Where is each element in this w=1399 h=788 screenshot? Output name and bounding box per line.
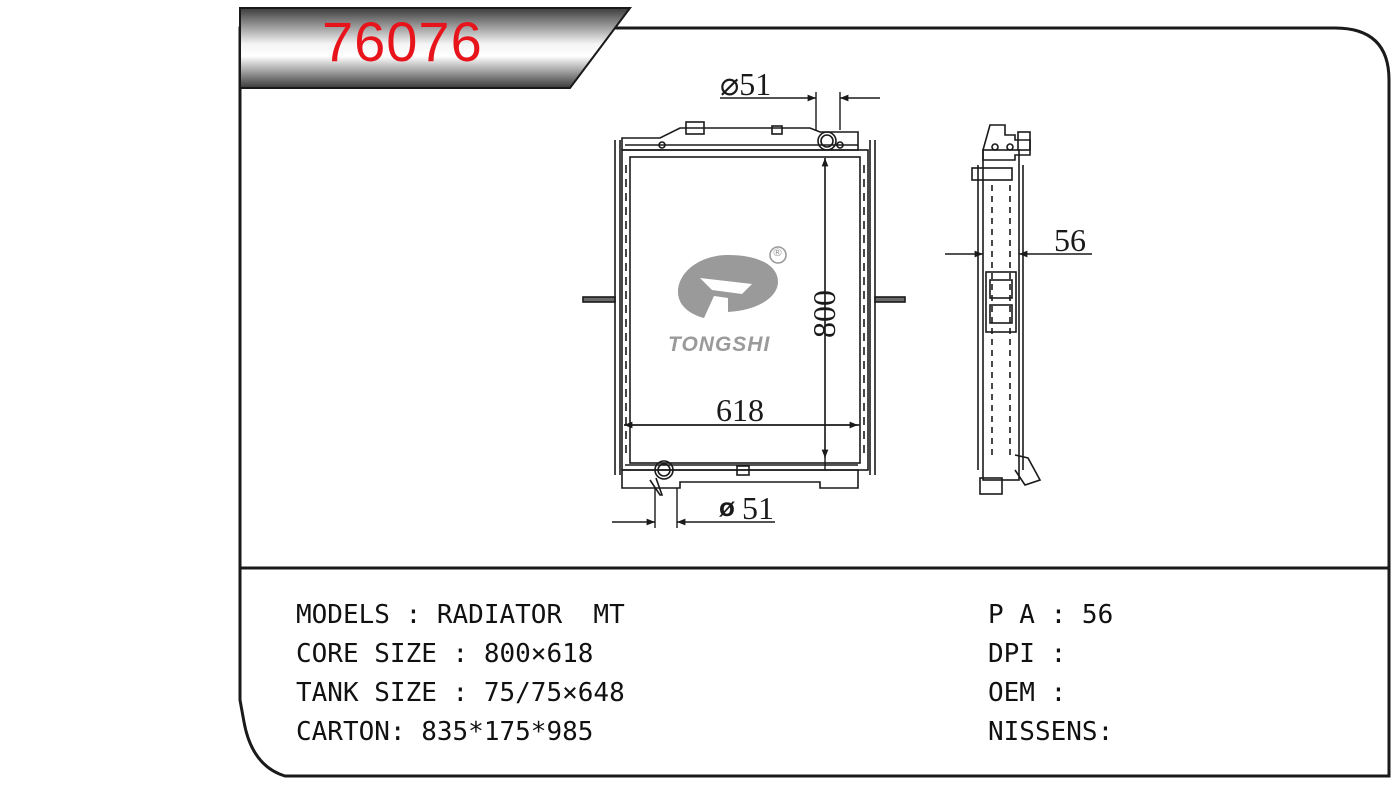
spec-tank-size: TANK SIZE : 75/75×648: [296, 678, 625, 708]
spec-list-left: MODELS : RADIATOR MT CORE SIZE : 800×618…: [296, 596, 625, 752]
brand-logo-icon: [678, 246, 787, 318]
spec-carton: CARTON: 835*175*985: [296, 717, 594, 747]
width-dimension-label: 618: [716, 392, 764, 428]
radiator-front-view: [582, 121, 906, 496]
part-number-badge: [239, 7, 632, 89]
dimension-lines: [612, 92, 1092, 528]
registered-mark: ®: [772, 246, 783, 259]
thickness-dimension-label: 56: [1054, 222, 1086, 258]
part-number: 76076: [322, 10, 483, 73]
sheet-frame: [238, 26, 1391, 778]
spec-nissens: NISSENS:: [988, 717, 1114, 747]
spec-oem: OEM :: [988, 678, 1067, 708]
radiator-side-view: [971, 124, 1042, 495]
spec-models: MODELS : RADIATOR MT: [296, 600, 625, 630]
outlet-diameter-symbol: ø: [719, 492, 735, 522]
spec-pa: P A : 56: [988, 600, 1114, 630]
inlet-diameter-label: ⌀51: [720, 66, 772, 102]
brand-name: TONGSHI: [668, 333, 771, 356]
outlet-diameter-value: 51: [742, 490, 774, 526]
spec-core-size: CORE SIZE : 800×618: [296, 639, 594, 669]
spec-dpi: DPI :: [988, 639, 1067, 669]
spec-list-right: P A : 56 DPI : OEM : NISSENS:: [988, 596, 1113, 752]
height-dimension-label: 800: [806, 290, 842, 338]
